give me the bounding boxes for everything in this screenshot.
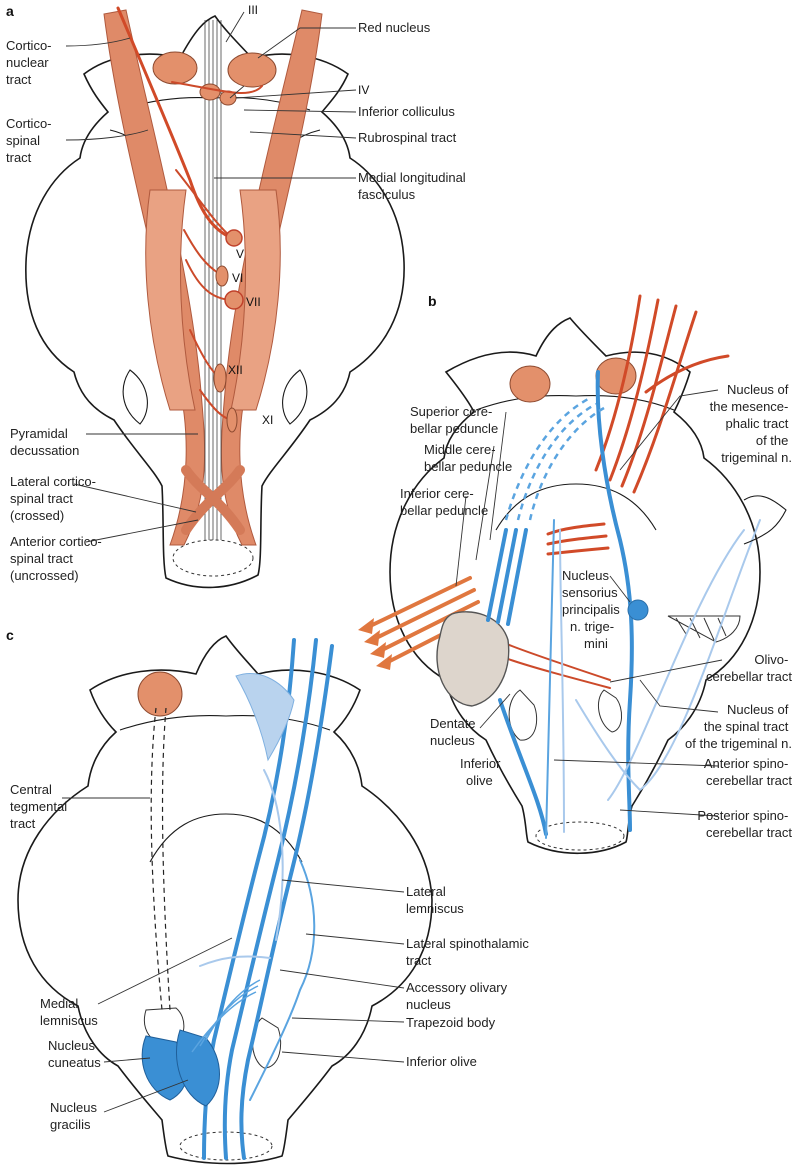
label-central-tegmental-tract: Central tegmental tract — [10, 782, 71, 831]
label-lateral-corticospinal-tract: Lateral cortico- spinal tract (crossed) — [10, 474, 100, 523]
label-nucleus-cuneatus: Nucleus cuneatus — [48, 1038, 101, 1070]
panel-a-olive-left — [123, 370, 147, 424]
panel-a-nucleus-vi — [216, 266, 228, 286]
panel-a-olive-right — [283, 370, 307, 424]
panel-b-red-nucleus — [510, 366, 550, 402]
label-inferior-cerebellar-peduncle: Inferior cere- bellar peduncle — [400, 486, 488, 518]
panel-a-letter: a — [6, 3, 14, 19]
label-posterior-spinocerebellar: Posterior spino- cerebellar tract — [697, 808, 792, 840]
label-nerve-vi: VI — [232, 271, 243, 285]
label-medial-longitudinal-fasciculus: Medial longitudinal fasciculus — [358, 170, 469, 202]
label-nucleus-gracilis: Nucleus gracilis — [50, 1100, 101, 1132]
panel-a-red-nucleus-left — [153, 52, 197, 84]
label-lateral-lemniscus: Lateral lemniscus — [406, 884, 464, 916]
label-trapezoid-body: Trapezoid body — [406, 1015, 496, 1030]
label-nerve-iv: IV — [358, 83, 369, 97]
label-nucleus-sensorius: Nucleus sensorius principalis n. trige- … — [562, 568, 623, 651]
label-nerve-v: V — [236, 247, 244, 261]
panel-b-letter: b — [428, 293, 437, 309]
label-inferior-colliculus: Inferior colliculus — [358, 104, 455, 119]
label-rubrospinal-tract: Rubrospinal tract — [358, 130, 457, 145]
panel-b-inferior-olive-right — [598, 690, 621, 732]
label-inferior-olive-b: Inferior olive — [460, 756, 504, 788]
label-mesencephalic-nucleus: Nucleus of the mesence- phalic tract of … — [710, 382, 792, 465]
panel-b: b — [358, 293, 792, 853]
label-nerve-xi: XI — [262, 413, 273, 427]
label-olivocerebellar-tract: Olivo- cerebellar tract — [706, 652, 792, 684]
label-nerve-vii: VII — [246, 295, 261, 309]
label-spinal-trigeminal-nucleus: Nucleus of the spinal tract of the trige… — [685, 702, 792, 751]
label-medial-lemniscus: Medial lemniscus — [40, 996, 98, 1028]
label-corticonuclear-tract: Cortico- nuclear tract — [6, 38, 55, 87]
label-accessory-olivary-nucleus: Accessory olivary nucleus — [406, 980, 511, 1012]
panel-a-spinal-cord-section — [173, 540, 253, 576]
label-dentate-nucleus: Dentate nucleus — [430, 716, 479, 748]
label-middle-cerebellar-peduncle: Middle cere- bellar peduncle — [424, 442, 512, 474]
panel-b-dentate-nucleus — [437, 612, 509, 706]
panel-b-nucleus-sensorius — [628, 600, 648, 620]
panel-a-red-nucleus-right — [228, 53, 276, 87]
label-lateral-spinothalamic-tract: Lateral spinothalamic tract — [406, 936, 532, 968]
panel-c-letter: c — [6, 627, 14, 643]
label-corticospinal-tract: Cortico- spinal tract — [6, 116, 55, 165]
label-pyramidal-decussation: Pyramidal decussation — [10, 426, 79, 458]
label-anterior-corticospinal-tract: Anterior cortico- spinal tract (uncrosse… — [10, 534, 105, 583]
panel-b-floor-contour — [496, 484, 656, 530]
panel-a-nucleus-vii — [225, 291, 243, 309]
label-nerve-xii: XII — [228, 363, 243, 377]
panel-b-spinal-cord-section — [536, 822, 624, 850]
panel-c-central-tegmental-tract — [151, 708, 170, 1010]
label-anterior-spinocerebellar: Anterior spino- cerebellar tract — [704, 756, 793, 788]
panel-a-nucleus-xi — [227, 408, 237, 432]
panel-a-nucleus-xii — [214, 364, 226, 392]
label-nerve-iii: III — [248, 3, 258, 17]
panel-c-red-nucleus — [138, 672, 182, 716]
panel-c: c — [6, 627, 532, 1164]
panel-c-inner-contour — [120, 716, 330, 730]
panel-a-nucleus-iii — [200, 84, 220, 100]
label-inferior-olive-c: Inferior olive — [406, 1054, 477, 1069]
panel-c-lemniscus-fan — [236, 673, 294, 760]
label-red-nucleus: Red nucleus — [358, 20, 431, 35]
panel-b-red-nucleus-right — [596, 358, 636, 394]
panel-b-hatched-region — [668, 616, 740, 642]
label-superior-cerebellar-peduncle: Superior cere- bellar peduncle — [410, 404, 498, 436]
panel-a-nucleus-v — [226, 230, 242, 246]
